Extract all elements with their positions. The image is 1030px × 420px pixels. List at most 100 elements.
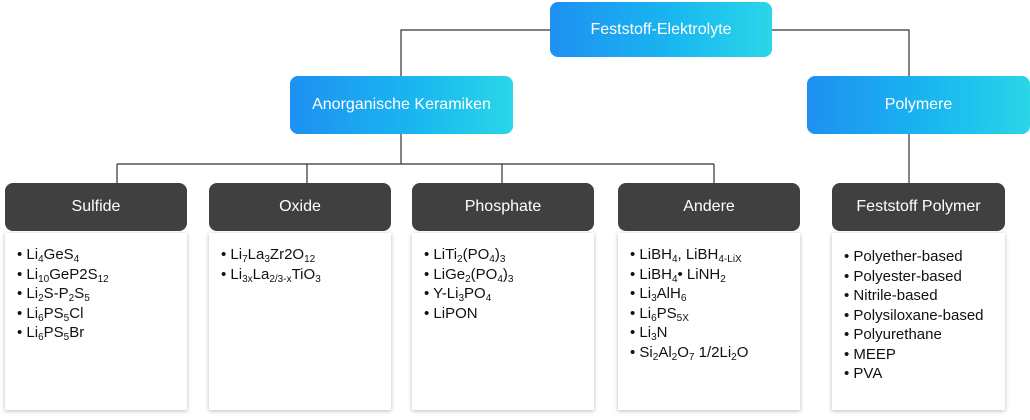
connector-root-to-groups <box>400 29 910 76</box>
list-item: • Li2S-P2S5 <box>17 284 177 304</box>
formula-subscript: 3 <box>315 273 321 285</box>
formula-text: AlH <box>656 285 681 302</box>
formula-subscript: 12 <box>304 254 316 265</box>
item-list-sulfide: • Li4GeS4• Li10GeP2S12• Li2S-P2S5• Li6PS… <box>5 233 187 410</box>
category-header-sulfide: Sulfide <box>5 183 187 231</box>
formula-text: O <box>677 343 689 361</box>
formula-subscript: 3x <box>242 273 253 285</box>
formula-text: TiO <box>291 265 316 283</box>
formula-subscript: 4 <box>485 293 492 304</box>
formula-text: Al <box>658 343 672 361</box>
category-header-oxide: Oxide <box>209 183 391 231</box>
formula-subscript: 4 <box>671 254 678 265</box>
formula-text: • Li <box>17 324 39 341</box>
group-label-anorganic: Anorganische Keramiken <box>312 96 491 113</box>
formula-text: • Li <box>630 285 652 302</box>
formula-text: • Li <box>17 285 39 302</box>
formula-subscript: 4-LiX <box>718 254 742 265</box>
formula-subscript: 3 <box>651 293 657 304</box>
formula-text: • MEEP <box>844 345 896 363</box>
formula-text: • PVA <box>844 365 883 382</box>
formula-subscript: 4 <box>489 254 495 265</box>
formula-subscript: 3 <box>458 293 465 304</box>
group-node-anorganic: Anorganische Keramiken <box>290 76 513 134</box>
formula-text: PS <box>43 304 64 322</box>
list-item: • Li7La3Zr2O12 <box>221 245 381 265</box>
formula-text: La <box>252 265 270 283</box>
list-item: • Li4GeS4 <box>17 245 177 265</box>
category-label: Sulfide <box>71 198 121 215</box>
formula-text: GeS <box>43 246 74 263</box>
formula-text: • Li <box>221 265 243 283</box>
category-header-andere: Andere <box>618 183 800 231</box>
list-item: • Li3xLa2/3-xTiO3 <box>221 265 381 285</box>
item-list-andere: • LiBH4, LiBH4-LiX• LiBH4• LiNH2• Li3AlH… <box>618 233 800 410</box>
formula-subscript: 3 <box>651 332 657 343</box>
list-item: • Polyether-based <box>844 247 985 267</box>
list-item: • LiBH4, LiBH4-LiX <box>630 245 790 265</box>
root-node: Feststoff-Elektrolyte <box>550 2 772 57</box>
formula-text: • Li <box>630 304 652 322</box>
formula-text: • Li <box>17 265 39 283</box>
list-item: • PVA <box>844 364 985 384</box>
formula-subscript: 4 <box>497 273 503 285</box>
formula-subscript: 2 <box>652 351 659 363</box>
formula-text: • LiBH <box>630 246 672 263</box>
formula-text: • Li <box>17 246 39 263</box>
list-item: • LiTi2(PO4)3 <box>424 245 584 265</box>
formula-text: Br <box>69 324 85 341</box>
category-label: Oxide <box>279 198 321 215</box>
formula-text: PO <box>464 285 486 302</box>
formula-subscript: 10 <box>38 273 50 285</box>
category-header-phosphate: Phosphate <box>412 183 594 231</box>
formula-subscript: 3 <box>507 273 514 285</box>
list-item: • Li6PS5Cl <box>17 304 177 324</box>
formula-text: • LiGe <box>424 265 466 283</box>
list-item: • Li6PS5X <box>630 304 790 324</box>
list-item: • Polyurethane <box>844 325 985 345</box>
formula-text: ) <box>502 265 508 283</box>
formula-subscript: 2 <box>457 254 463 265</box>
group-label-polymer: Polymere <box>884 96 953 113</box>
list-item: • Y-Li3PO4 <box>424 284 584 304</box>
formula-text: • Polysiloxane-based <box>844 306 984 324</box>
formula-subscript: 3 <box>499 254 506 265</box>
formula-subscript: 5 <box>63 332 70 343</box>
list-item: • Li3N <box>630 323 790 343</box>
list-item: • LiGe2(PO4)3 <box>424 265 584 285</box>
formula-subscript: 2 <box>465 273 471 285</box>
list-item: • MEEP <box>844 345 985 365</box>
formula-subscript: 2 <box>38 293 44 304</box>
formula-text: • Li <box>17 304 39 322</box>
formula-text: • Nitrile-based <box>844 287 938 304</box>
formula-text: (PO <box>462 246 490 263</box>
list-item: • Li10GeP2S12 <box>17 265 177 285</box>
formula-subscript: 6 <box>38 332 44 343</box>
formula-text: 1/2Li <box>694 343 732 361</box>
formula-text: La <box>247 246 265 263</box>
formula-text: • LiNH <box>677 265 721 283</box>
formula-subscript: 5X <box>676 312 689 324</box>
formula-text: Cl <box>69 304 84 322</box>
formula-text: • Li <box>221 246 243 263</box>
formula-subscript: 3 <box>264 254 270 265</box>
formula-text: • Y-Li <box>424 285 459 302</box>
formula-text: (PO <box>470 265 498 283</box>
category-label: Feststoff Polymer <box>856 198 981 215</box>
formula-subscript: 2 <box>731 351 737 363</box>
formula-subscript: 6 <box>651 312 657 324</box>
item-list-oxide: • Li7La3Zr2O12• Li3xLa2/3-xTiO3 <box>209 233 391 410</box>
formula-subscript: 2 <box>720 273 726 285</box>
formula-subscript: 6 <box>38 312 44 324</box>
list-item: • Li3AlH6 <box>630 284 790 304</box>
root-label: Feststoff-Elektrolyte <box>590 20 732 38</box>
formula-subscript: 7 <box>688 351 695 363</box>
formula-text: • Polyester-based <box>844 267 962 285</box>
list-item: • Polysiloxane-based <box>844 306 985 326</box>
list-item: • LiPON <box>424 304 584 324</box>
formula-subscript: 4 <box>73 254 80 265</box>
formula-text: PS <box>43 324 64 341</box>
formula-text: • Si <box>630 343 653 361</box>
formula-text: Zr2O <box>269 246 305 263</box>
